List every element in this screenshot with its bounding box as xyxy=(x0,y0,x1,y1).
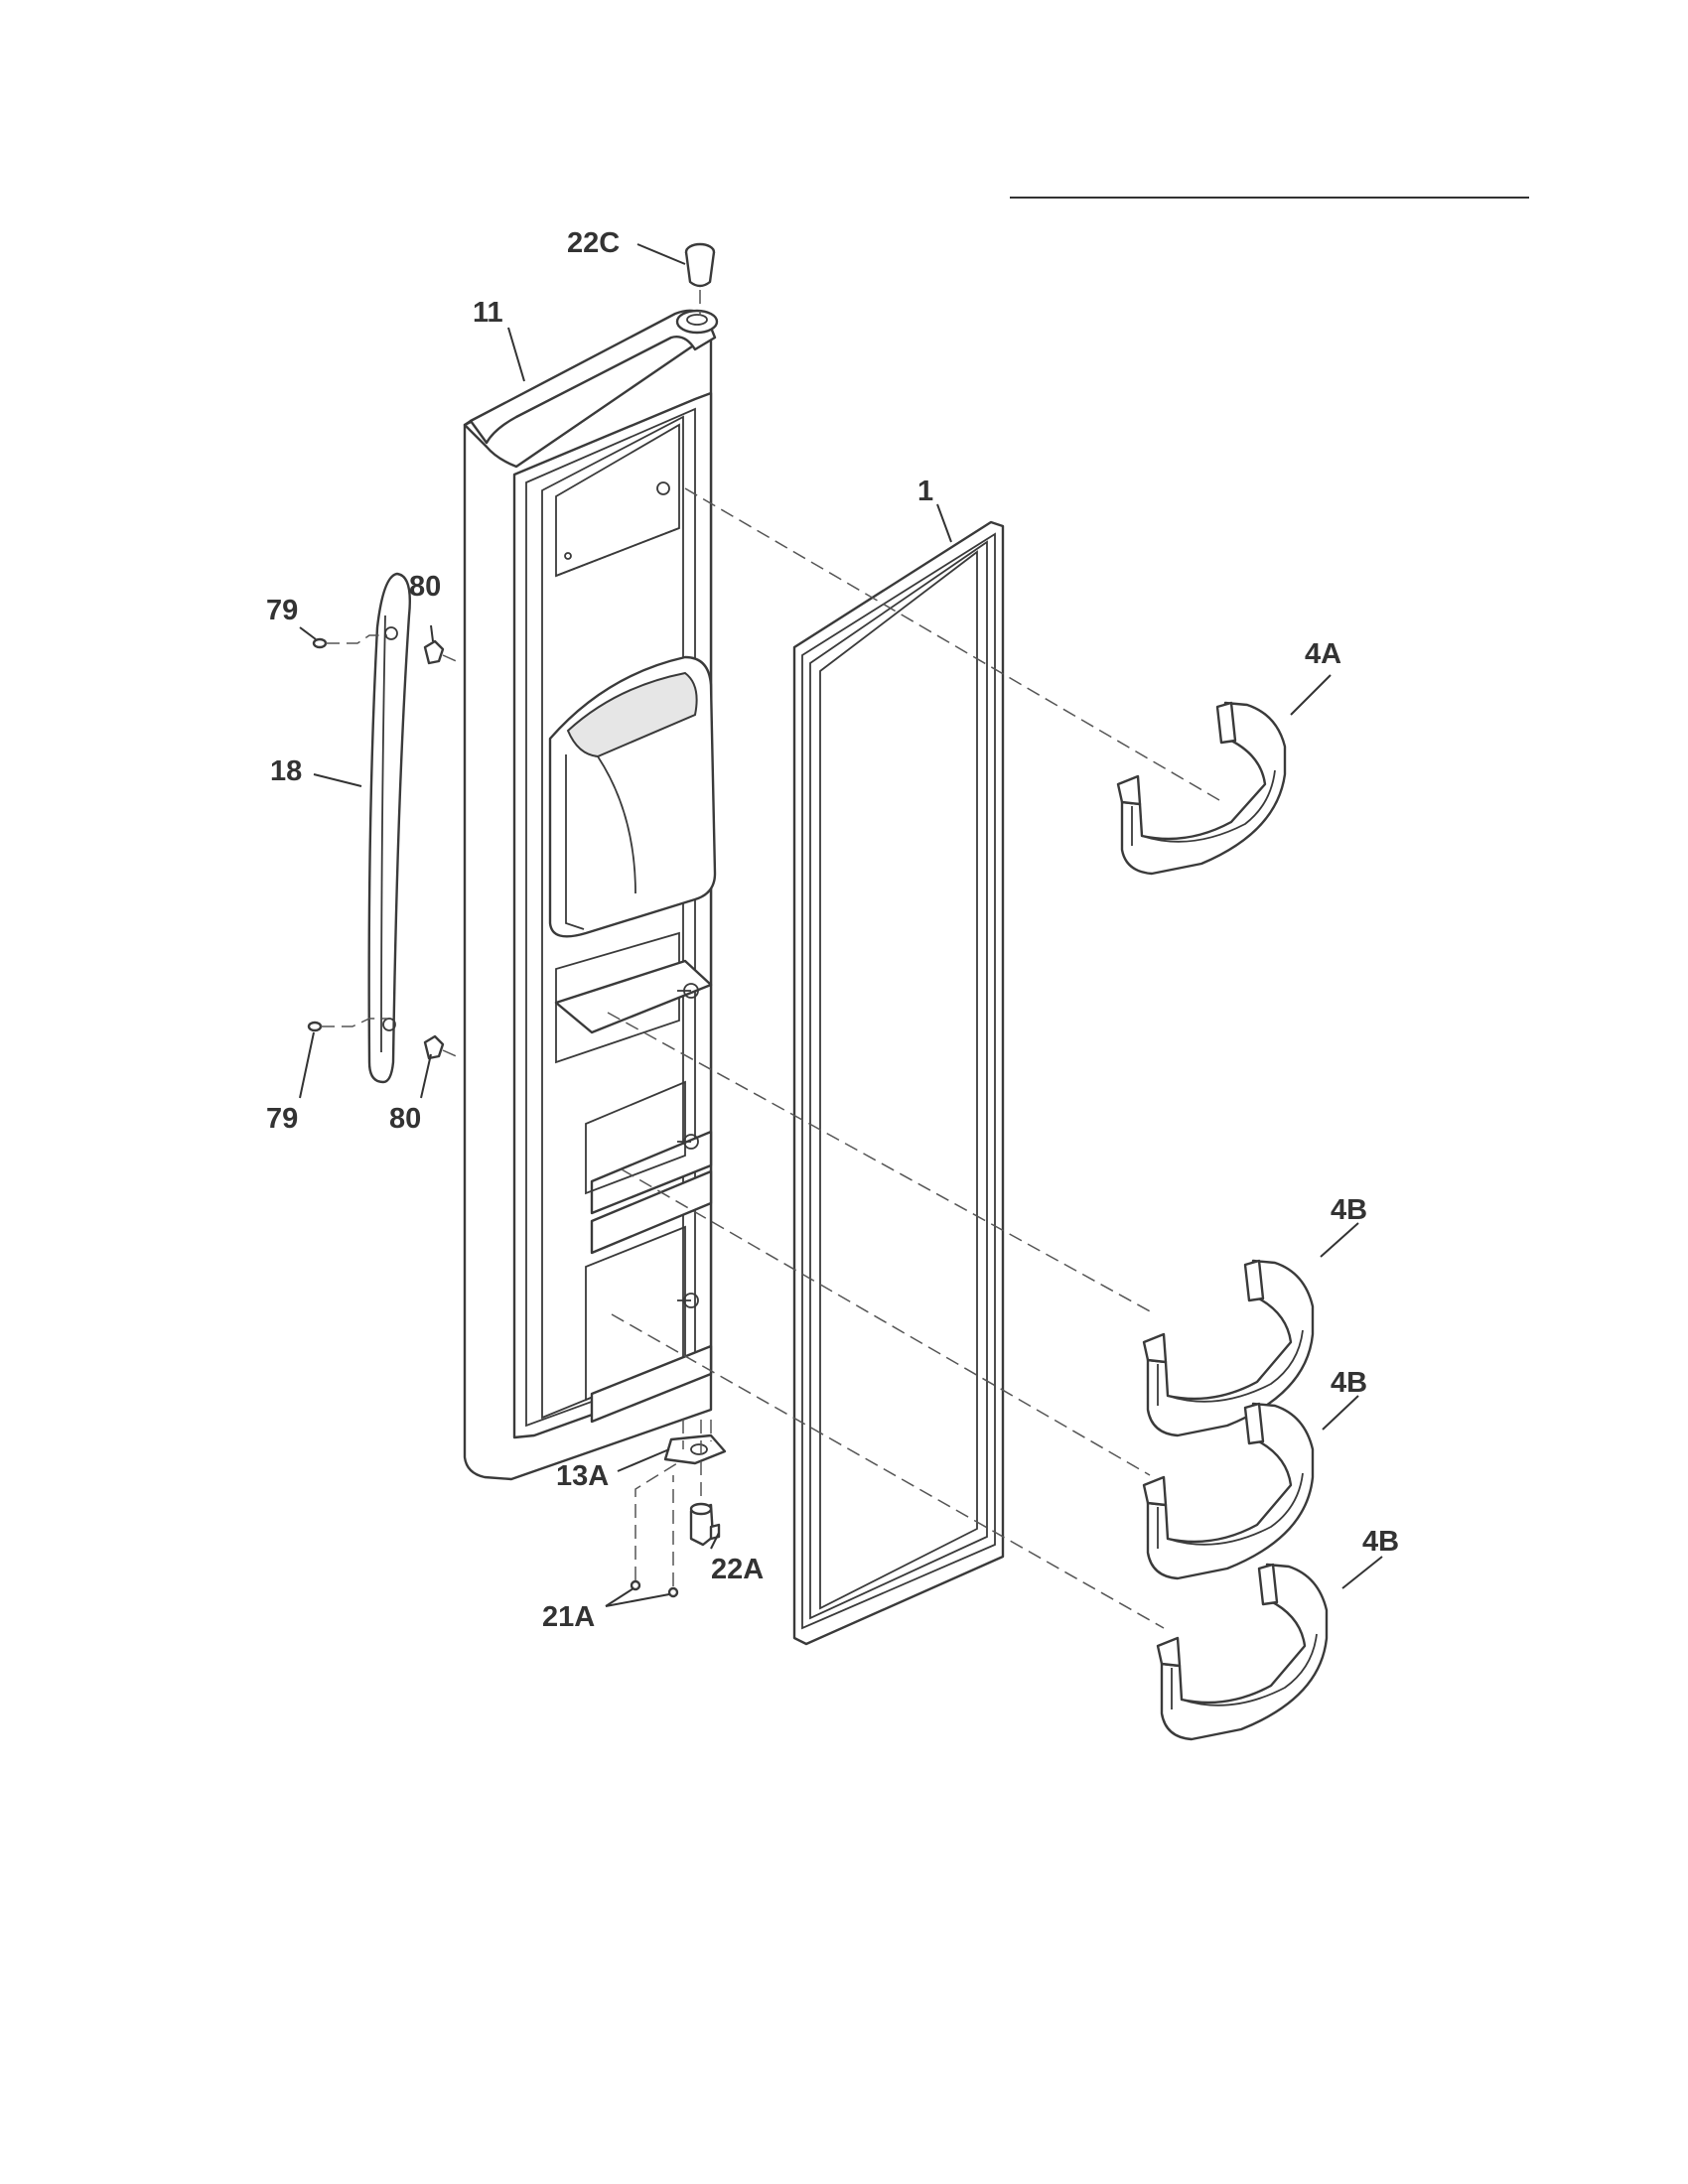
alignment-lines xyxy=(607,487,1220,1629)
door-handle xyxy=(367,572,411,1084)
label-79-top: 79 xyxy=(266,595,298,626)
bottom-hinge-parts xyxy=(630,1420,727,1598)
label-4B-1: 4B xyxy=(1331,1194,1367,1226)
label-18: 18 xyxy=(270,755,302,787)
door-assembly xyxy=(463,309,719,1481)
label-4B-3: 4B xyxy=(1362,1526,1399,1558)
label-79-bottom: 79 xyxy=(266,1103,298,1135)
label-4B-2: 4B xyxy=(1331,1367,1367,1399)
label-22A: 22A xyxy=(711,1554,764,1585)
lower-door-bin-2 xyxy=(1142,1402,1315,1580)
label-80-bottom: 80 xyxy=(389,1103,421,1135)
top-hinge-pin xyxy=(684,242,716,316)
label-4A: 4A xyxy=(1305,638,1341,670)
label-13A: 13A xyxy=(556,1460,609,1492)
door-gasket xyxy=(792,520,1005,1646)
lower-door-bin-1 xyxy=(1142,1259,1315,1437)
callout-labels: 22C 11 1 4A 79 80 18 79 80 4B 4B 4B 13A … xyxy=(266,227,1399,1633)
label-1: 1 xyxy=(917,476,933,507)
label-21A: 21A xyxy=(542,1601,595,1633)
lower-door-bin-3 xyxy=(1156,1563,1329,1741)
label-80-top: 80 xyxy=(409,571,441,603)
leader-lines xyxy=(299,243,1383,1607)
upper-door-bin xyxy=(1116,701,1287,876)
handle-screws xyxy=(307,634,462,1060)
label-11: 11 xyxy=(473,297,503,329)
label-22C: 22C xyxy=(567,227,620,259)
